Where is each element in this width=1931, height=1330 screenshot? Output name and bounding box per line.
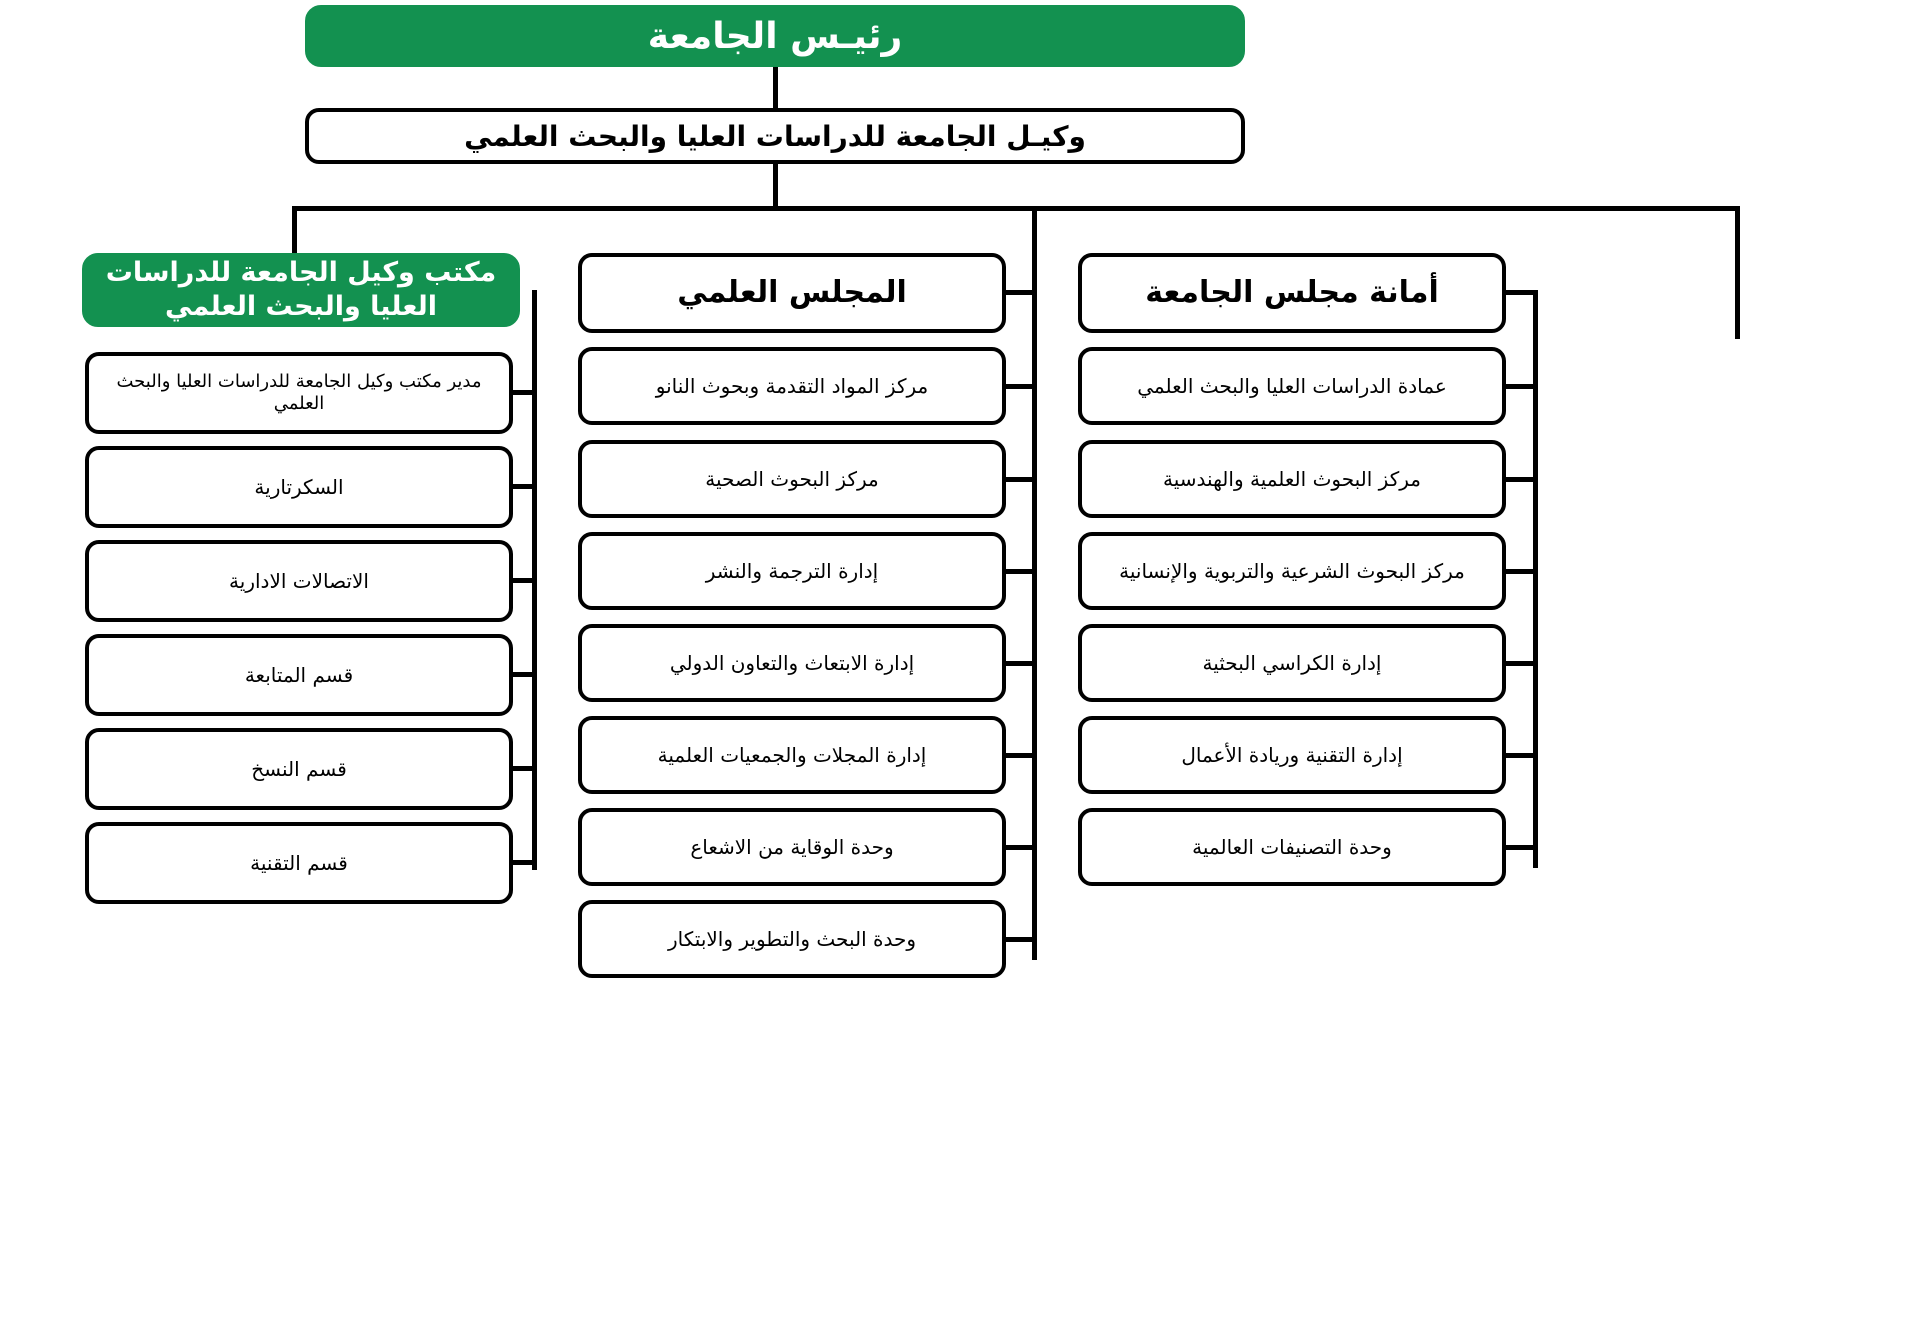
connector-vice-stem [773,164,778,209]
connector-branch [1006,937,1037,942]
node-item[interactable]: وحدة الوقاية من الاشعاع [578,808,1006,886]
node-label: قسم التقنية [250,850,348,875]
node-item[interactable]: مركز البحوث الشرعية والتربوية والإنسانية [1078,532,1506,610]
node-item[interactable]: إدارة الابتعاث والتعاون الدولي [578,624,1006,702]
node-label: إدارة الكراسي البحثية [1202,650,1382,675]
node-label: وكيـل الجامعة للدراسات العليا والبحث الع… [464,119,1086,153]
connector-branch [1506,384,1538,389]
connector-branch [1006,753,1037,758]
connector-branch [1006,384,1037,389]
node-item[interactable]: قسم المتابعة [85,634,513,716]
connector-president-to-vice [773,67,778,108]
column-header-office-vice-president[interactable]: مكتب وكيل الجامعة للدراسات العليا والبحث… [82,253,520,327]
connector-branch [1506,477,1538,482]
node-item[interactable]: مركز البحوث العلمية والهندسية [1078,440,1506,518]
node-label: مركز المواد التقدمة وبحوث النانو [655,373,929,398]
node-label: السكرتارية [254,474,344,499]
connector-drop-col-middle [1032,206,1037,339]
connector-branch [513,578,537,583]
connector-branch [513,484,537,489]
node-item[interactable]: السكرتارية [85,446,513,528]
node-label: مدير مكتب وكيل الجامعة للدراسات العليا و… [116,370,482,415]
column-header-university-council-secretariat[interactable]: أمانة مجلس الجامعة [1078,253,1506,333]
node-label: مركز البحوث الشرعية والتربوية والإنسانية [1119,558,1465,583]
connector-branch [513,766,537,771]
connector-branch [1006,661,1037,666]
connector-branch [1006,569,1037,574]
connector-distribution-bus [292,206,1740,211]
node-label: أمانة مجلس الجامعة [1145,275,1439,311]
node-item[interactable]: عمادة الدراسات العليا والبحث العلمي [1078,347,1506,425]
node-label: رئيـس الجامعة [647,15,903,57]
node-label: إدارة التقنية وريادة الأعمال [1181,742,1403,767]
node-label: عمادة الدراسات العليا والبحث العلمي [1137,373,1447,398]
node-label: إدارة المجلات والجمعيات العلمية [657,742,927,767]
node-label: مركز البحوث العلمية والهندسية [1163,466,1421,491]
connector-branch [1506,661,1538,666]
connector-branch [1506,569,1538,574]
node-label: الاتصالات الادارية [229,568,369,593]
node-item[interactable]: قسم التقنية [85,822,513,904]
node-label: قسم المتابعة [244,662,354,687]
connector-branch [1006,845,1037,850]
connector-branch [513,672,537,677]
node-item[interactable]: إدارة التقنية وريادة الأعمال [1078,716,1506,794]
node-label: وحدة البحث والتطوير والابتكار [668,926,917,951]
node-label: وحدة التصنيفات العالمية [1192,834,1392,859]
node-item[interactable]: إدارة الترجمة والنشر [578,532,1006,610]
connector-branch-header [1006,290,1037,295]
node-label: إدارة الترجمة والنشر [705,558,879,583]
node-label: وحدة الوقاية من الاشعاع [690,834,894,859]
node-item[interactable]: إدارة المجلات والجمعيات العلمية [578,716,1006,794]
node-item[interactable]: وحدة البحث والتطوير والابتكار [578,900,1006,978]
node-vice-president[interactable]: وكيـل الجامعة للدراسات العليا والبحث الع… [305,108,1245,164]
node-item[interactable]: إدارة الكراسي البحثية [1078,624,1506,702]
node-label: إدارة الابتعاث والتعاون الدولي [669,650,915,675]
node-item[interactable]: مركز البحوث الصحية [578,440,1006,518]
node-item[interactable]: وحدة التصنيفات العالمية [1078,808,1506,886]
node-label: مركز البحوث الصحية [705,466,879,491]
node-item[interactable]: الاتصالات الادارية [85,540,513,622]
connector-drop-col-left [292,206,297,276]
node-label: قسم النسخ [251,756,347,781]
connector-branch-header [1506,290,1538,295]
connector-drop-col-right [1735,206,1740,339]
node-item[interactable]: مدير مكتب وكيل الجامعة للدراسات العليا و… [85,352,513,434]
node-item[interactable]: قسم النسخ [85,728,513,810]
connector-branch [1506,753,1538,758]
node-label: مكتب وكيل الجامعة للدراسات العليا والبحث… [105,257,497,322]
connector-branch [513,390,537,395]
connector-spine-col-right [1533,290,1538,868]
node-university-president[interactable]: رئيـس الجامعة [305,5,1245,67]
connector-branch [1006,477,1037,482]
node-label: المجلس العلمي [677,275,907,311]
node-item[interactable]: مركز المواد التقدمة وبحوث النانو [578,347,1006,425]
connector-branch [1506,845,1538,850]
column-header-scientific-council[interactable]: المجلس العلمي [578,253,1006,333]
connector-spine-col-middle [1032,290,1037,960]
connector-branch [513,860,537,865]
